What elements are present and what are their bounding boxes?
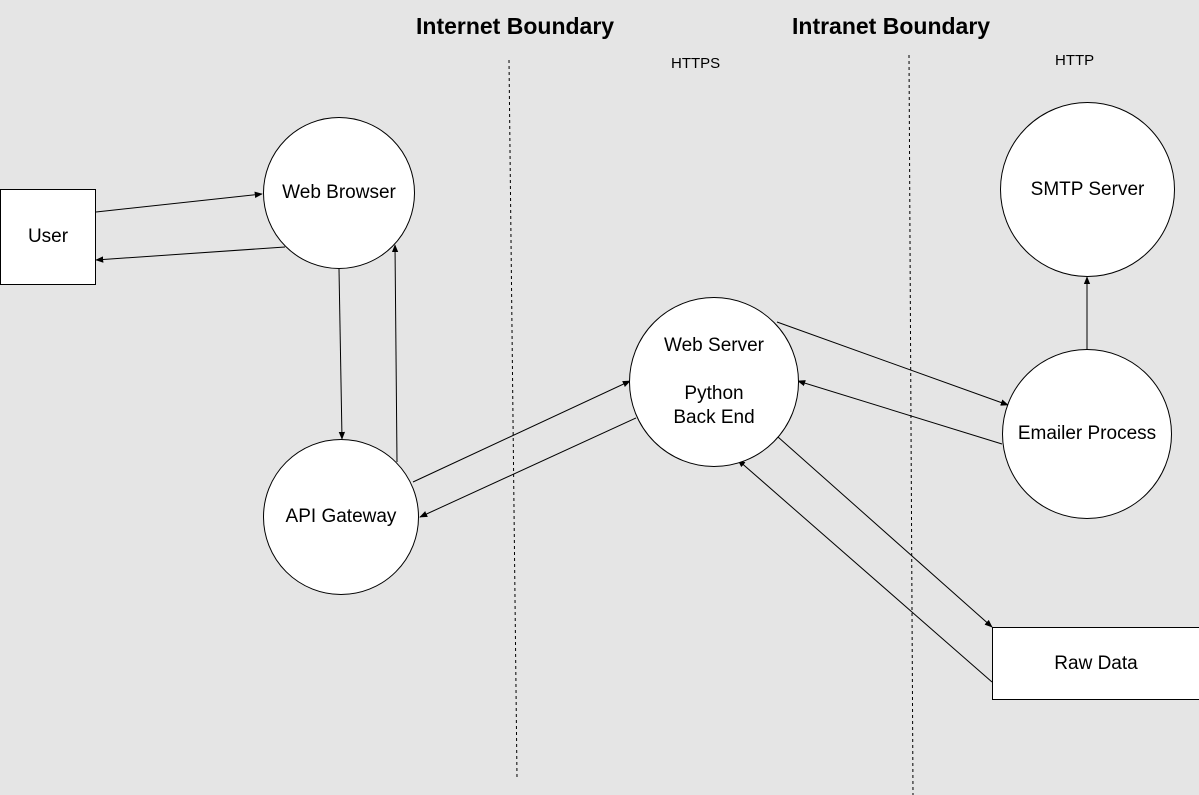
user-node[interactable]: User [0,189,96,285]
arrow-gateway-to-browser [391,244,399,463]
emailer-process-label: Emailer Process [1017,423,1157,444]
python-label: Python [684,383,744,404]
arrow-webserver-to-rawdata [777,436,993,628]
arrow-browser-to-gateway [338,268,346,440]
raw-data-node[interactable]: Raw Data [992,627,1199,700]
arrow-webserver-to-gateway [419,417,637,518]
api-gateway-node[interactable]: API Gateway [263,439,419,595]
arrow-gateway-to-webserver [412,380,631,483]
raw-data-label: Raw Data [1054,652,1138,674]
user-label: User [27,226,69,247]
web-browser-node[interactable]: Web Browser [263,117,415,269]
internet-boundary-line [508,59,518,779]
arrow-emailer-to-webserver [797,380,1003,445]
smtp-server-node[interactable]: SMTP Server [1000,102,1175,277]
arrow-rawdata-to-webserver [737,459,993,683]
internet-boundary-title: Internet Boundary [416,13,615,39]
web-browser-label: Web Browser [282,182,396,203]
web-server-node[interactable]: Web Server Python Back End [629,297,799,467]
https-label: HTTPS [671,55,721,72]
api-gateway-label: API Gateway [285,506,397,527]
arrow-webserver-to-emailer [776,321,1009,406]
emailer-process-node[interactable]: Emailer Process [1002,349,1172,519]
arrow-browser-to-user [95,246,286,263]
intranet-boundary-line [908,54,914,795]
back-end-label: Back End [673,407,755,428]
http-label: HTTP [1055,52,1095,69]
intranet-boundary-title: Intranet Boundary [792,13,991,39]
smtp-server-label: SMTP Server [1030,178,1145,200]
web-server-label: Web Server [664,335,764,356]
arrow-user-to-browser [95,191,263,213]
